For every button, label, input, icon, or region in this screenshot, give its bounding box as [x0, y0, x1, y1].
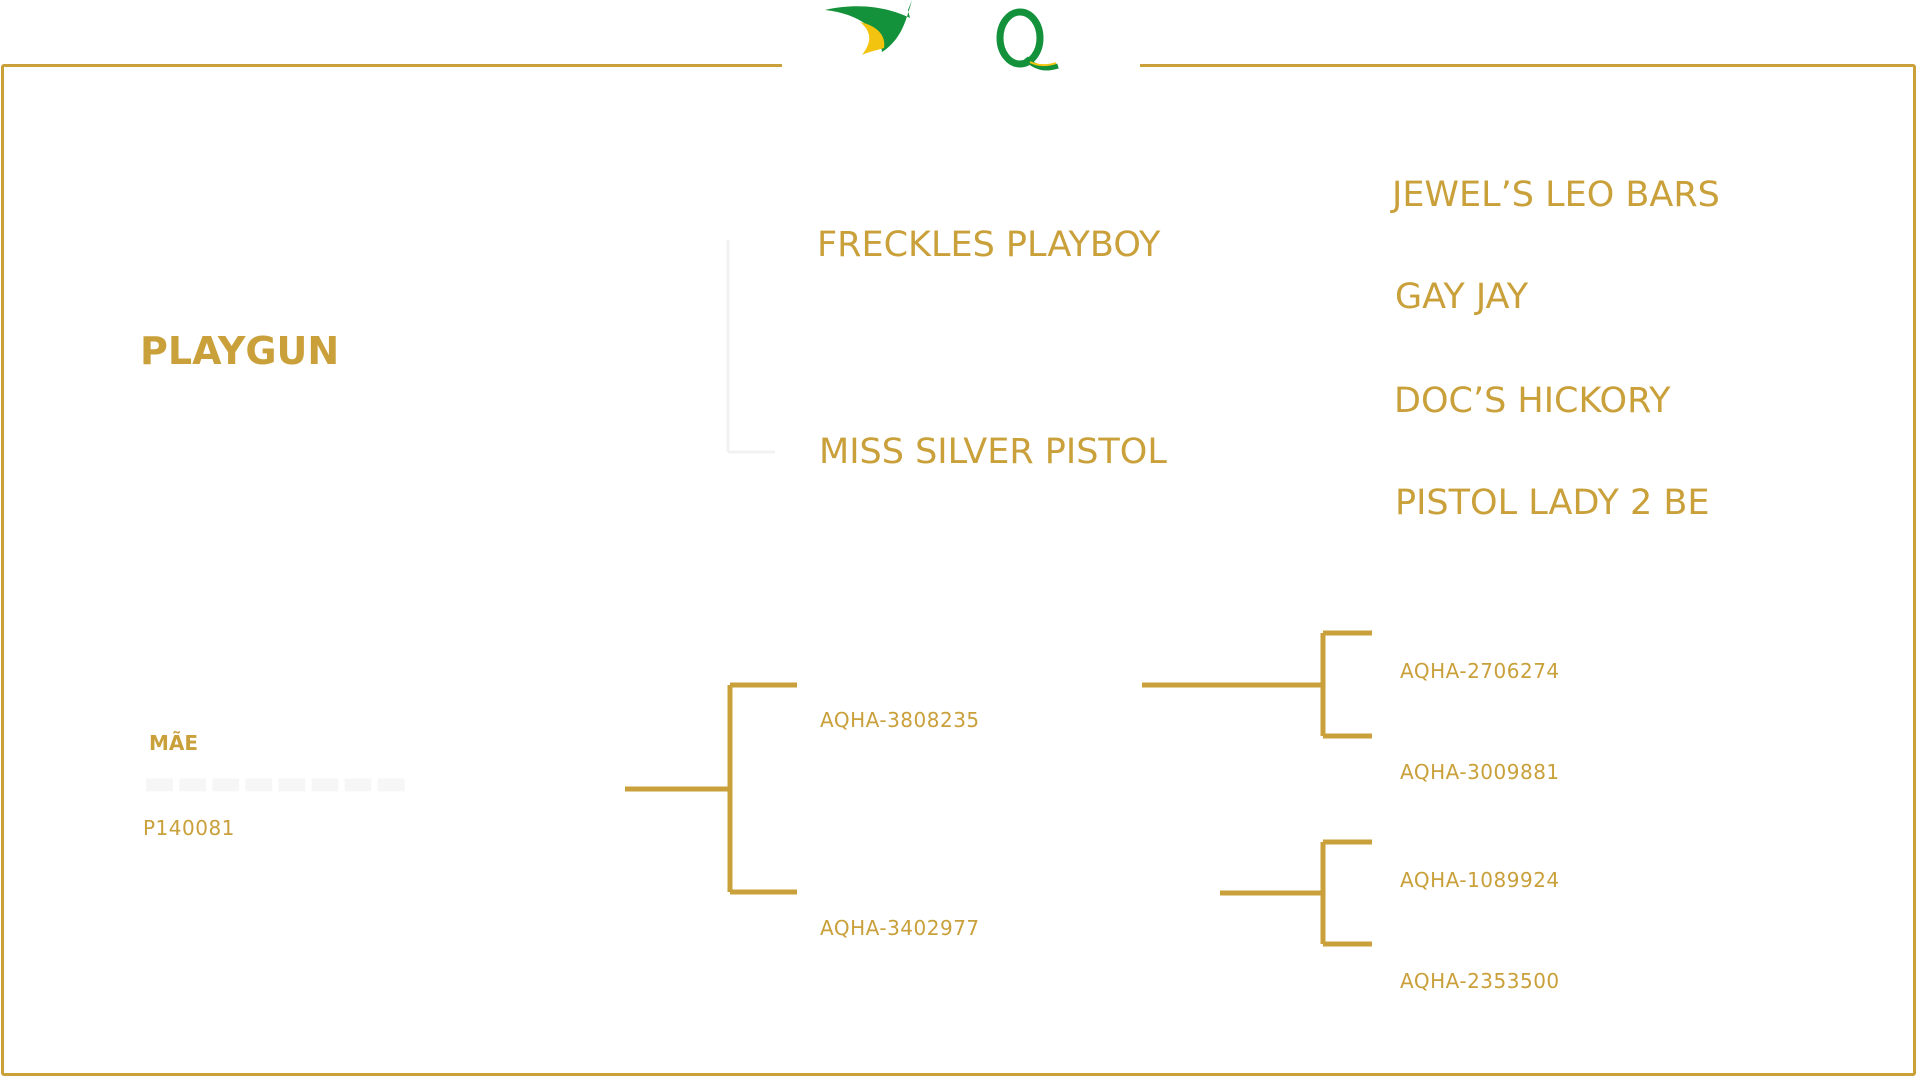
- granddam-1-name: GAY JAY: [1395, 277, 1529, 317]
- dam-sire-registration: AQHA-3808235: [820, 708, 980, 732]
- dam-registration: P140081: [143, 816, 235, 840]
- grandsire-2-name: DOC’S HICKORY: [1394, 381, 1671, 421]
- dam-grandparent-2-registration: AQHA-3009881: [1400, 760, 1560, 784]
- sire-name: FRECKLES PLAYBOY: [817, 225, 1161, 265]
- dam-dam-registration: AQHA-3402977: [820, 916, 980, 940]
- sire-dam-name: MISS SILVER PISTOL: [819, 432, 1167, 472]
- dam-name-faint: ▬▬▬▬▬▬▬▬: [143, 763, 408, 803]
- dam-sire-connector: [1142, 630, 1372, 739]
- logo-gap: [782, 50, 1140, 80]
- dam-dam-connector: [1220, 839, 1372, 947]
- dam-grandparent-4-registration: AQHA-2353500: [1400, 969, 1560, 993]
- logo-flag-yellow: [860, 22, 885, 55]
- dam-grandparent-3-registration: AQHA-1089924: [1400, 868, 1560, 892]
- grandsire-1-name: JEWEL’S LEO BARS: [1392, 175, 1720, 215]
- dam-grandparent-1-registration: AQHA-2706274: [1400, 659, 1560, 683]
- granddam-2-name: PISTOL LADY 2 BE: [1395, 483, 1710, 523]
- animal-name: PLAYGUN: [140, 329, 340, 373]
- dam-label: MÃE: [149, 731, 199, 755]
- logo-q-icon: [996, 8, 1059, 71]
- sire-connector-faint: [726, 240, 775, 454]
- dam-connector: [625, 682, 797, 895]
- abqm-logo: [825, 0, 1059, 71]
